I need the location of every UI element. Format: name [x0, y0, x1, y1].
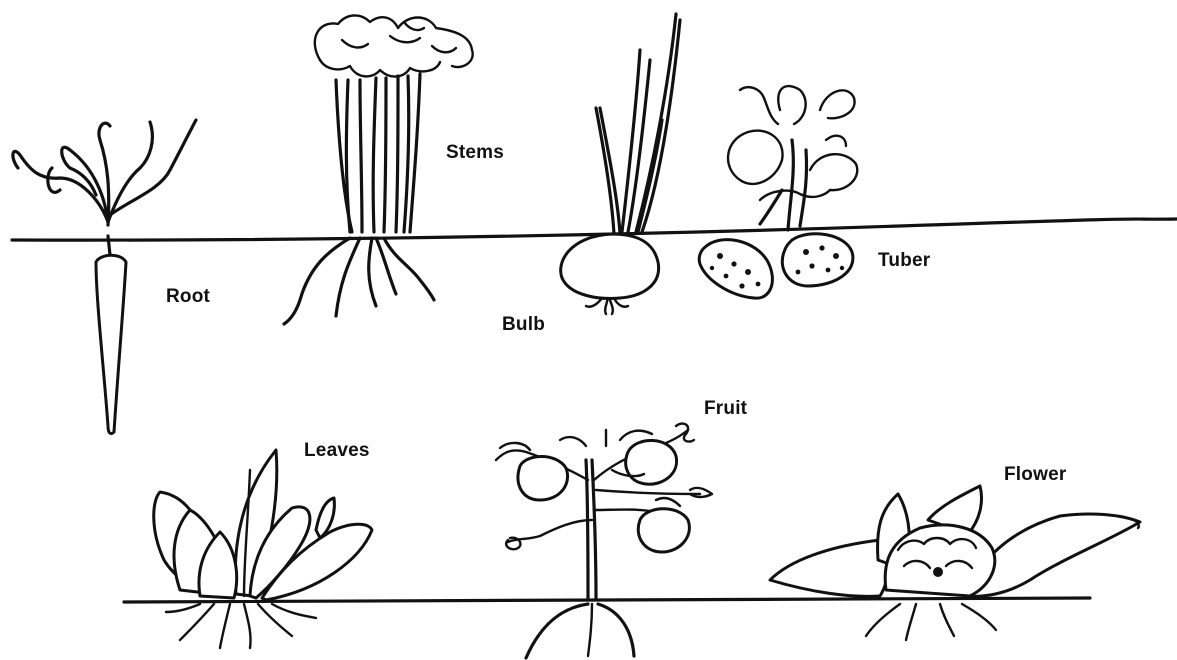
stems-label: Stems	[446, 142, 504, 164]
carrot-drawing	[13, 120, 196, 434]
onion-drawing	[561, 14, 680, 314]
celery-drawing	[284, 15, 473, 324]
tomato-plant-drawing	[496, 424, 712, 658]
fruit-label: Fruit	[704, 398, 747, 420]
bulb-label: Bulb	[502, 314, 545, 336]
tuber-label: Tuber	[878, 250, 930, 272]
root-label: Root	[166, 286, 210, 308]
flower-plant-drawing	[770, 486, 1140, 640]
potato-drawing	[699, 86, 857, 298]
leaves-label: Leaves	[304, 440, 370, 462]
flower-label: Flower	[1004, 464, 1066, 486]
leafy-plant-drawing	[154, 450, 372, 648]
